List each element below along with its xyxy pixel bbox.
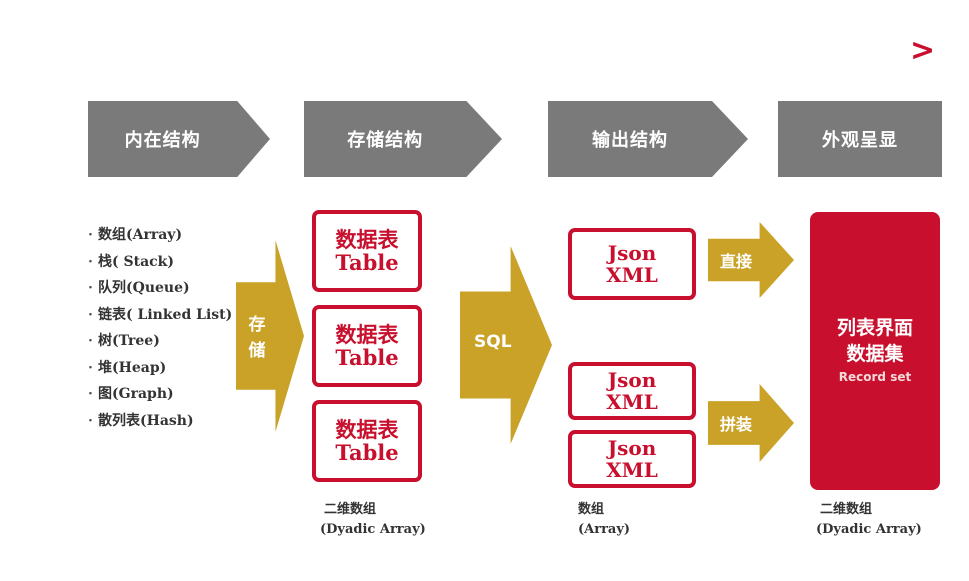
list-item: · 图(Graph) xyxy=(88,381,232,408)
structure-label: 堆(Heap) xyxy=(98,359,167,376)
caption-output-zh: 数组 xyxy=(578,502,605,517)
bullet-icon: · xyxy=(88,333,93,349)
table-label-zh: 数据表 xyxy=(335,321,399,347)
table-label-en: Table xyxy=(335,345,399,370)
structure-label: 图(Graph) xyxy=(98,386,174,402)
data-table-box: 数据表 Table xyxy=(312,210,422,292)
bullet-icon: · xyxy=(88,306,93,323)
stage-output-structure: 输出结构 xyxy=(548,101,748,177)
bullet-icon: · xyxy=(88,227,93,243)
direct-arrow-label: 直接 xyxy=(720,252,753,271)
store-arrow: 存储 xyxy=(236,240,304,432)
bullet-icon: · xyxy=(88,412,93,429)
stage-label: 外观呈显 xyxy=(822,130,898,151)
table-label-en: Table xyxy=(335,250,399,275)
json-xml-box: Json XML xyxy=(568,362,696,420)
caption-output-en: (Array) xyxy=(578,522,631,537)
direct-arrow: 直接 xyxy=(708,222,794,298)
record-set-label: Record set xyxy=(838,370,912,384)
store-arrow-label: 存储 xyxy=(248,315,266,361)
bullet-icon: · xyxy=(88,359,93,376)
data-table-box: 数据表 Table xyxy=(312,305,422,387)
list-item: · 链表( Linked List) xyxy=(88,302,232,329)
stage-label: 存储结构 xyxy=(347,130,424,151)
record-title: 列表界面 xyxy=(836,317,913,339)
list-item: · 堆(Heap) xyxy=(88,355,232,382)
structure-label: 树(Tree) xyxy=(98,333,160,349)
output-format-json: Json xyxy=(607,436,657,460)
structure-label: 链表( Linked List) xyxy=(98,306,233,323)
assemble-arrow: 拼装 xyxy=(708,384,794,462)
list-item: · 树(Tree) xyxy=(88,328,232,355)
bullet-icon: · xyxy=(88,280,93,296)
output-format-json: Json xyxy=(607,368,657,392)
caption-display-en: (Dyadic Array) xyxy=(816,522,922,537)
output-format-xml: XML xyxy=(606,458,658,482)
structure-label: 散列表(Hash) xyxy=(98,412,194,429)
caption-storage-zh: 二维数组 xyxy=(324,502,377,517)
list-item: · 栈( Stack) xyxy=(88,249,232,276)
bullet-icon: · xyxy=(88,253,93,270)
table-label-zh: 数据表 xyxy=(335,226,399,252)
json-xml-box: Json XML xyxy=(568,228,696,300)
bullet-icon: · xyxy=(88,386,93,402)
record-set-box: 列表界面 数据集 Record set xyxy=(810,212,940,490)
caption-storage-en: (Dyadic Array) xyxy=(320,522,426,537)
structure-label: 队列(Queue) xyxy=(98,280,190,296)
list-item: · 队列(Queue) xyxy=(88,275,232,302)
output-format-json: Json xyxy=(607,241,657,265)
list-item: · 散列表(Hash) xyxy=(88,408,232,435)
table-label-en: Table xyxy=(335,440,399,465)
json-xml-box: Json XML xyxy=(568,430,696,488)
output-format-xml: XML xyxy=(606,263,658,287)
corner-chevron-icon: > xyxy=(910,33,936,68)
assemble-arrow-label: 拼装 xyxy=(720,415,753,434)
structure-label: 数组(Array) xyxy=(98,227,183,243)
record-subtitle: 数据集 xyxy=(846,343,904,365)
stage-label: 输出结构 xyxy=(592,130,668,151)
stage-internal-structure: 内在结构 xyxy=(88,101,270,177)
stage-appearance: 外观呈显 xyxy=(778,101,942,177)
caption-display-zh: 二维数组 xyxy=(820,502,873,517)
stage-storage-structure: 存储结构 xyxy=(304,101,502,177)
list-item: · 数组(Array) xyxy=(88,222,232,249)
stage-label: 内在结构 xyxy=(124,130,201,151)
structure-list: · 数组(Array) · 栈( Stack) · 队列(Queue) · 链表( Li… xyxy=(88,222,232,434)
structure-label: 栈( Stack) xyxy=(98,253,174,270)
output-format-xml: XML xyxy=(606,390,658,414)
sql-arrow: SQL xyxy=(460,246,552,444)
data-table-box: 数据表 Table xyxy=(312,400,422,482)
table-label-zh: 数据表 xyxy=(335,416,399,442)
sql-arrow-label: SQL xyxy=(474,332,512,352)
